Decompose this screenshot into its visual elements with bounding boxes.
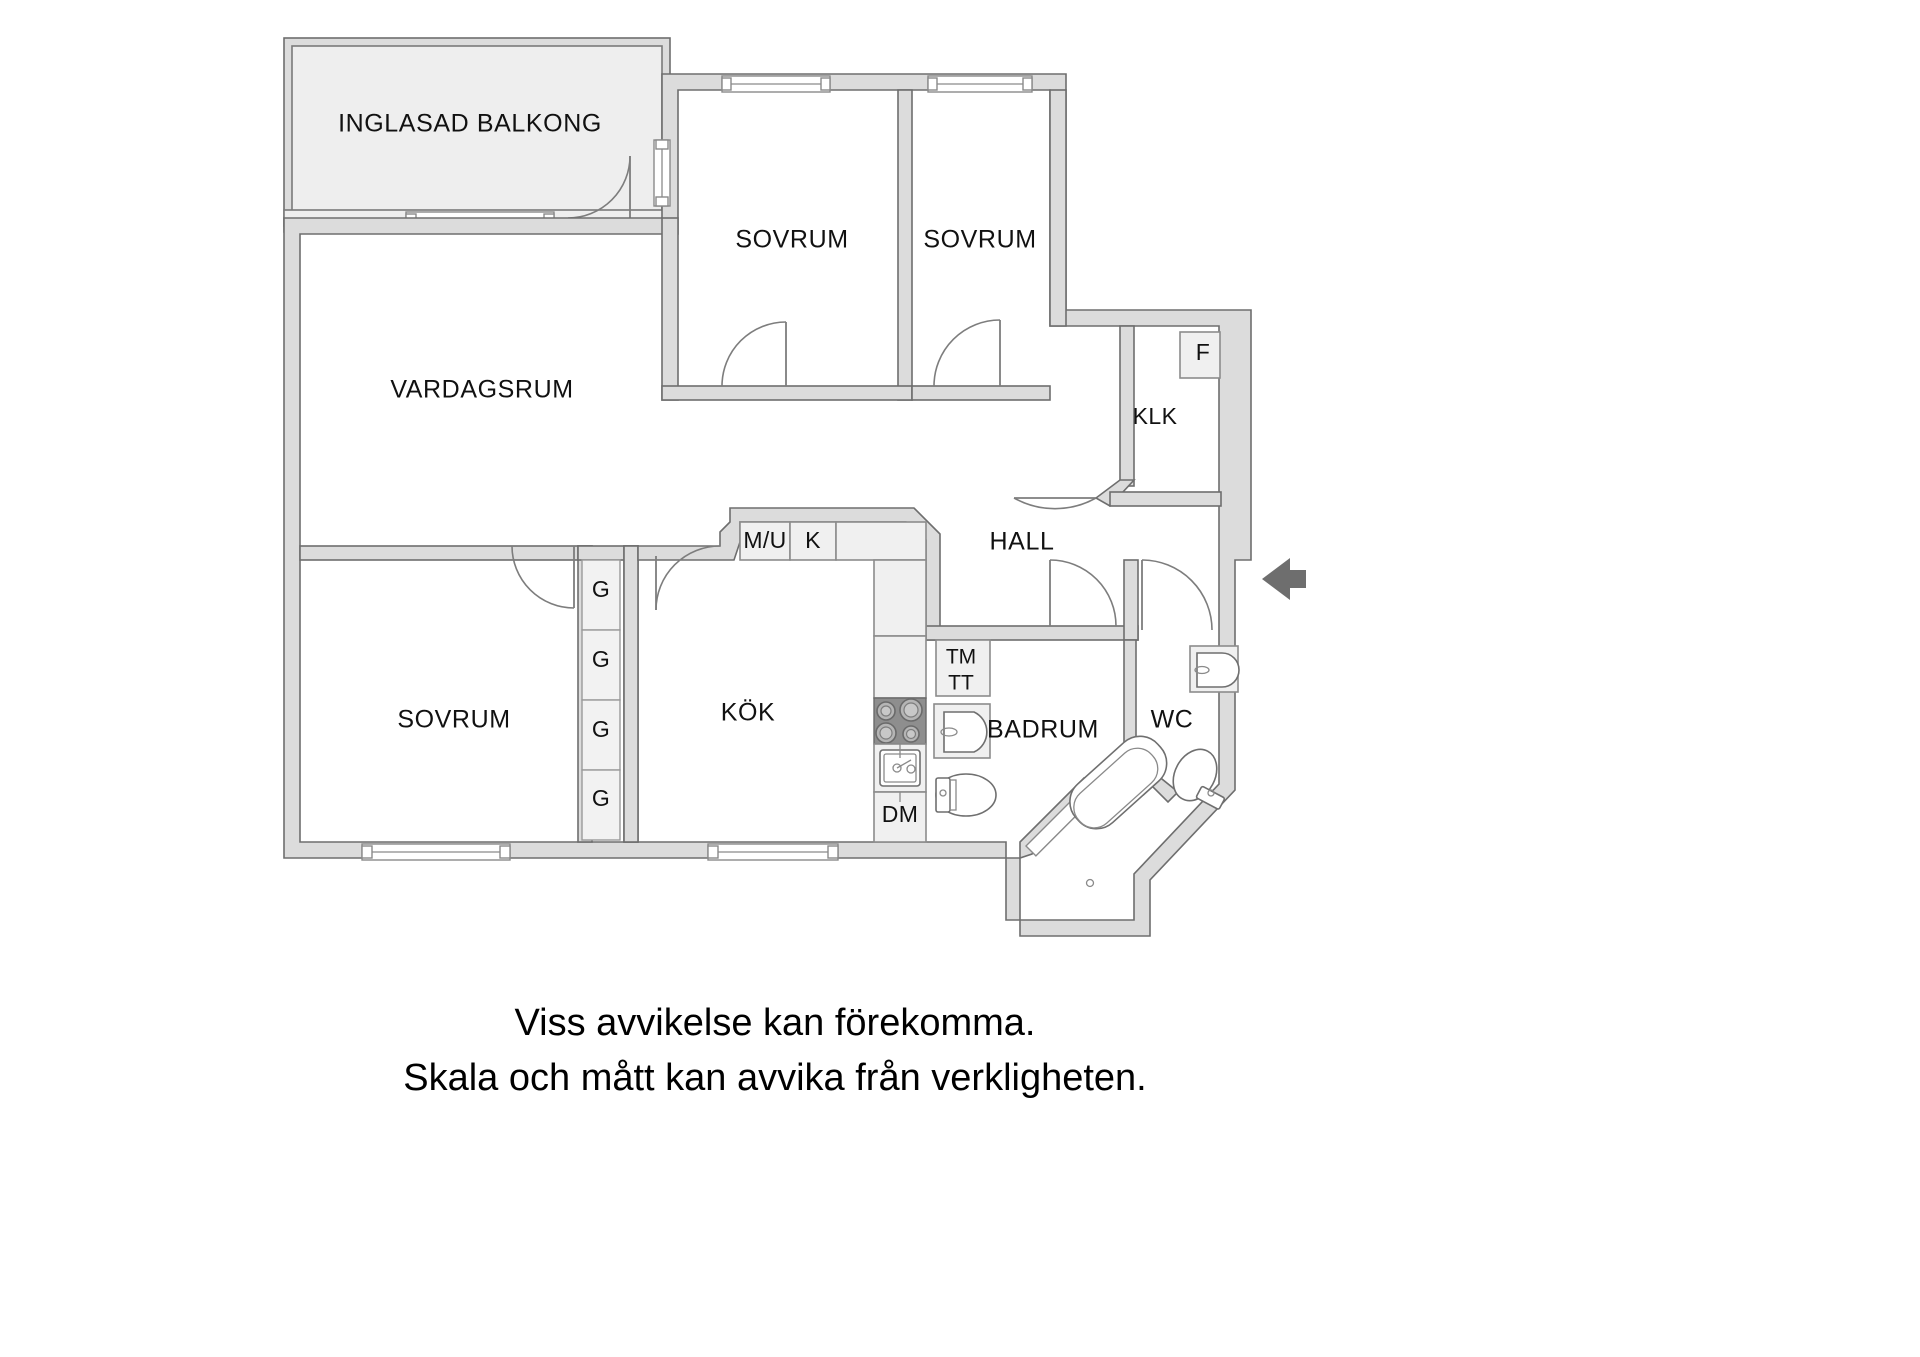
fixture-label-wardrobe-1: G xyxy=(592,576,610,602)
caption-line-1: Viss avvikelse kan förekomma. xyxy=(515,1002,1036,1044)
room-label-wc: WC xyxy=(1151,706,1194,734)
door-wc xyxy=(1141,559,1213,631)
cabinet-counter-top xyxy=(835,521,927,561)
room-label-sovrum-3: SOVRUM xyxy=(397,706,510,734)
door-badrum xyxy=(1049,559,1117,627)
kitchen-sink xyxy=(873,743,927,793)
window-sovrum-1 xyxy=(721,75,831,93)
room-label-balkong: INGLASAD BALKONG xyxy=(338,110,602,138)
room-label-sovrum-2: SOVRUM xyxy=(923,226,1036,254)
wardrobe-column xyxy=(581,559,621,841)
fixture-label-washer-dryer-2: TT xyxy=(948,672,974,695)
door-sovrum-3 xyxy=(511,545,575,609)
room-label-badrum: BADRUM xyxy=(987,716,1099,744)
window-sovrum-2 xyxy=(927,75,1033,93)
wc-toilet xyxy=(1172,748,1226,810)
kitchen-cabinets xyxy=(739,521,927,843)
wc-sink xyxy=(1189,645,1240,693)
caption-line-2: Skala och mått kan avvika från verklighe… xyxy=(403,1057,1147,1099)
room-labels: INGLASAD BALKONG SOVRUM SOVRUM VARDAGSRU… xyxy=(338,110,1193,744)
fixture-label-fridge: K xyxy=(805,527,821,553)
bathtub xyxy=(1069,735,1168,888)
door-klk xyxy=(1013,497,1097,510)
fixture-label-wardrobe-3: G xyxy=(592,716,610,742)
bathroom-fixtures xyxy=(933,639,1240,888)
stove xyxy=(873,697,927,745)
room-label-hall: HALL xyxy=(990,528,1055,556)
window-kitchen xyxy=(707,843,839,861)
room-label-klk: KLK xyxy=(1133,403,1178,429)
fixture-label-dishwasher: DM xyxy=(882,801,919,827)
door-kitchen xyxy=(655,545,721,611)
room-label-vardagsrum: VARDAGSRUM xyxy=(390,376,573,404)
badrum-toilet xyxy=(935,773,997,817)
cabinet-micro-oven xyxy=(739,521,791,561)
room-label-sovrum-1: SOVRUM xyxy=(735,226,848,254)
badrum-sink xyxy=(933,703,991,759)
fixture-label-freezer: F xyxy=(1196,339,1210,365)
room-label-kok: KÖK xyxy=(721,699,776,727)
fixture-label-micro-oven: M/U xyxy=(743,527,786,553)
window-sovrum-3 xyxy=(361,843,511,861)
caption-block: Viss avvikelse kan förekomma. Skala och … xyxy=(403,1002,1147,1099)
fixture-label-wardrobe-2: G xyxy=(592,646,610,672)
door-sovrum-1 xyxy=(721,321,787,387)
cabinet-counter-upper xyxy=(873,559,927,637)
fixture-label-washer-dryer-1: TM xyxy=(946,646,976,669)
window-balcony-side xyxy=(653,139,671,207)
entrance-arrow xyxy=(1262,558,1306,600)
cabinet-counter-mid xyxy=(873,635,927,699)
cabinet-laundry xyxy=(935,639,991,697)
fixture-label-wardrobe-4: G xyxy=(592,785,610,811)
doors xyxy=(511,319,1213,631)
fixture-labels: F M/U K TM TT DM G G G G xyxy=(592,339,1210,827)
door-sovrum-2 xyxy=(933,319,1001,387)
